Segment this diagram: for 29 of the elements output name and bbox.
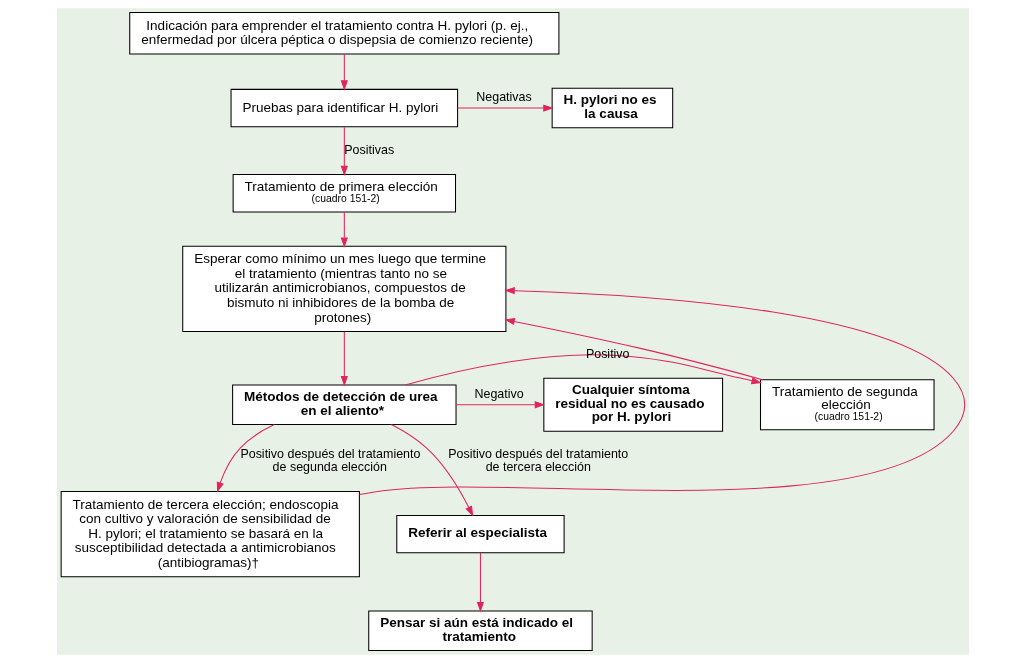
arrow: [390, 424, 474, 517]
edge-label: Negativo: [474, 387, 524, 402]
node-box: Pensar si aún está indicado el tratamiento: [368, 610, 593, 652]
edge-label: Negativas: [476, 90, 532, 105]
node-box: Tratamiento de segunda elección (cuadro 151-2): [760, 379, 935, 431]
node-box: Tratamiento de primera elección (cuadro 151-2): [232, 174, 457, 213]
edge-label: Positivo después del tratamiento de segunda elección: [240, 446, 421, 475]
arrow: [457, 104, 554, 112]
arrow: [340, 53, 348, 91]
node-box: H. pylori no es la causa: [551, 87, 674, 129]
arrow: [359, 287, 966, 496]
arrow: [340, 331, 348, 387]
node-box: Tratamiento de tercera elección; endoscopia con cultivo y valoración de sensibilidad de H. pylori; el tratamiento se basará en la susceptibilidad detectada a antimicrobianos (antibiogramas)†: [60, 491, 360, 578]
node-box: Métodos de detección de urea en el aliento*: [232, 384, 457, 425]
node-box: Esperar como mínimo un mes luego que termine el tratamiento (mientras tanto no se utilizarán antimicrobianos, compuestos de bismuto ni inhibidores de la bomba de protones): [182, 245, 507, 332]
node-box: Pruebas para identificar H. pylori: [230, 88, 459, 128]
arrow: [476, 552, 485, 613]
arrow: [455, 401, 546, 409]
arrow: [404, 354, 762, 386]
node-box: Cualquier síntoma residual no es causado por H. pylori: [543, 377, 724, 432]
node-box: Referir al especialista: [396, 514, 565, 554]
edge-label: Positivas: [344, 143, 395, 158]
arrow: [504, 317, 764, 381]
arrow: [340, 211, 348, 248]
arrow: [216, 424, 275, 493]
arrow: [340, 126, 348, 177]
edge-label: Positivo después del tratamiento de tercera elección: [448, 446, 629, 475]
node-box: Indicación para emprender el tratamiento contra H. pylori (p. ej., enfermedad por úlcera péptica o dispepsia de comienzo reciente): [129, 11, 560, 55]
edge-label: Positivo: [585, 347, 630, 362]
